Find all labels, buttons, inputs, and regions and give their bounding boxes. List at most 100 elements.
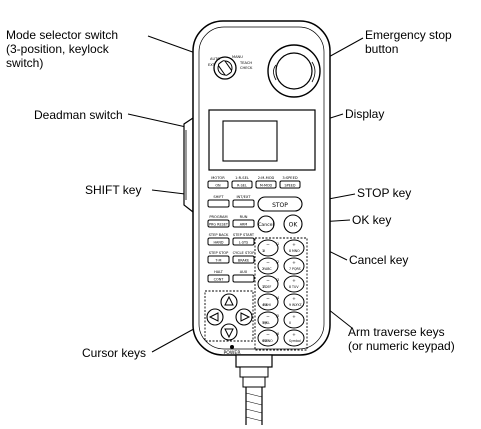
left-key-cap[interactable] (207, 199, 230, 208)
emergency-stop-button[interactable] (267, 44, 321, 98)
keypad-key-text: 9 WXYZ (289, 303, 302, 307)
left-key-top-label: 2:M-MOD (258, 176, 275, 180)
keypad-key-cap[interactable] (257, 275, 279, 293)
keypad-key-cap[interactable] (257, 329, 279, 347)
left-key-cap[interactable] (207, 219, 230, 228)
left-key-top-label: HALT (214, 270, 224, 274)
left-key-cap[interactable] (279, 180, 301, 189)
keypad-key-cap[interactable] (283, 293, 305, 311)
left-key-top-label: STEP STOP (209, 251, 229, 255)
pendant-body-inner (198, 26, 325, 350)
keypad-key-cap[interactable] (257, 311, 279, 329)
keypad-key-3[interactable]: +7 PQRS (283, 257, 305, 275)
keypad-key-cap[interactable] (257, 293, 279, 311)
keypad-key-cap[interactable] (257, 257, 279, 275)
keypad-key-cap[interactable] (283, 257, 305, 275)
keypad-key-1[interactable]: +8 MNO (283, 239, 305, 257)
cursor-key-left[interactable] (206, 308, 224, 326)
keypad-key-cap[interactable] (257, 239, 279, 257)
left-key-bottom-label: R-SEL (237, 184, 247, 188)
left-key-cap[interactable] (207, 237, 230, 246)
left-key-cap[interactable] (207, 255, 230, 264)
keypad-boundary (254, 237, 308, 351)
keypad-key-5[interactable]: +8 TUV (283, 275, 305, 293)
cursor-key-right[interactable] (235, 308, 253, 326)
keypad-key-7[interactable]: +9 WXYZ (283, 293, 305, 311)
keypad-key-digit: 6 MNO (262, 339, 273, 343)
keypad-key-digit: 1 (262, 249, 264, 253)
left-function-keys: MOTORON1:R-SELR-SEL2:M-MODM-MOD3:SPEEDSP… (207, 176, 301, 283)
mode-selector-switch[interactable] (213, 56, 237, 80)
keypad-key-cap[interactable] (283, 239, 305, 257)
left-key-cap[interactable] (232, 219, 255, 228)
left-key-13[interactable]: AUX (232, 270, 255, 283)
cable-sleeve (242, 376, 266, 388)
keypad-key-axis: J5 (275, 314, 279, 318)
cancel-key-label: Cancel key (349, 253, 409, 267)
keypad-key-axis: J4 (275, 296, 279, 300)
keypad-key-sign: − (266, 243, 270, 248)
left-key-5[interactable]: INT/EXT (232, 195, 255, 208)
stop-key[interactable] (257, 196, 303, 212)
left-key-bottom-label: T-M (215, 259, 222, 263)
leader-deadman (127, 113, 187, 128)
keypad-key-11[interactable]: +Symbol (283, 329, 305, 347)
stop-key-label: STOP key (357, 186, 412, 200)
keypad-key-sign: − (266, 261, 270, 266)
keypad-key-cap[interactable] (283, 329, 305, 347)
deadman-switch[interactable] (183, 116, 194, 214)
mode-selector-label-line3: switch) (6, 56, 44, 70)
keypad-key-axis: J2 (275, 260, 279, 264)
stop-key-text: STOP (272, 202, 288, 209)
keypad-key-sign: + (292, 296, 296, 302)
keypad-key-text: RZ (263, 339, 268, 343)
cursor-key-down[interactable] (220, 323, 238, 341)
cancel-key[interactable] (257, 215, 275, 233)
left-key-cap[interactable] (207, 180, 229, 189)
left-key-cap[interactable] (232, 199, 255, 208)
keypad-key-sign: − (266, 333, 270, 338)
power-label: POWER (223, 350, 241, 356)
keypad-key-text: RY (263, 321, 267, 325)
left-key-bottom-label: ARM (240, 223, 248, 227)
keypad-key-sign: − (266, 297, 270, 302)
left-key-cap[interactable] (232, 255, 255, 264)
keypad-key-cap[interactable] (283, 275, 305, 293)
keypad-key-9[interactable]: +0 (283, 311, 305, 329)
left-key-top-label: STEP START (233, 233, 255, 237)
ok-key[interactable] (283, 214, 303, 234)
left-key-cap[interactable] (207, 274, 230, 283)
left-key-4[interactable]: SHIFT (207, 195, 230, 208)
left-key-cap[interactable] (232, 274, 255, 283)
left-key-10[interactable]: STEP STOP T-M (207, 251, 230, 264)
left-key-cap[interactable] (232, 237, 255, 246)
left-key-cap[interactable] (255, 180, 277, 189)
left-key-top-label: STEP BACK (209, 233, 229, 237)
keypad-key-cap[interactable] (283, 311, 305, 329)
keypad-key-sign: + (292, 314, 296, 320)
cable-collar (239, 366, 269, 378)
mode-selector-label-line2: (3-position, keylock (6, 42, 109, 56)
left-key-top-label: INT/EXT (236, 195, 251, 199)
keypad-key-sign: − (266, 279, 270, 284)
cursor-key-up[interactable] (220, 293, 238, 311)
left-key-cap[interactable] (231, 180, 253, 189)
